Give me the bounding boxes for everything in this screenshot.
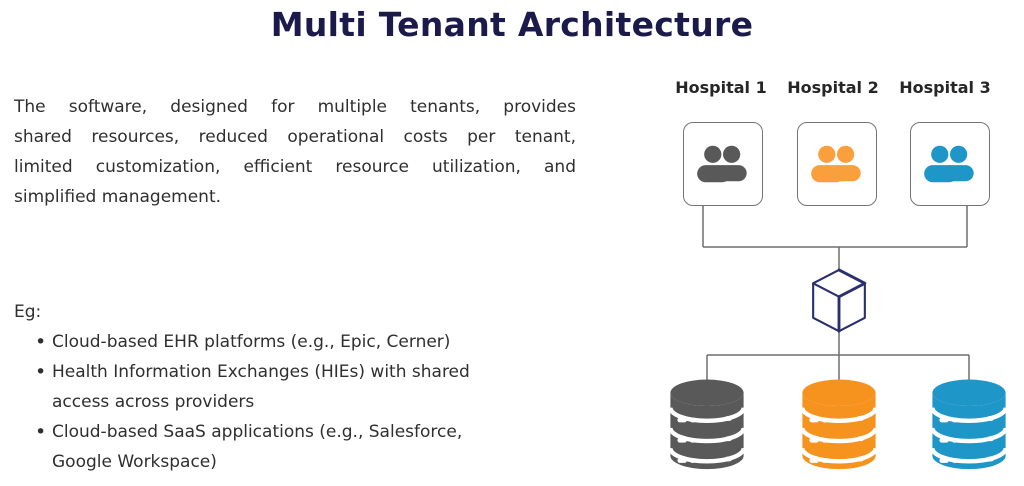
- tenant-label-hospital-2: Hospital 2: [787, 78, 879, 97]
- list-item: Health Information Exchanges (HIEs) with…: [35, 357, 572, 417]
- users-icon: [696, 143, 750, 185]
- architecture-diagram: Hospital 1 Hospital 2 Hospital 3: [650, 60, 1024, 486]
- database-icon: [930, 378, 1008, 473]
- list-item-text: Cloud-based SaaS applications (e.g., Sal…: [52, 422, 463, 442]
- tenant-box-hospital-3: [910, 122, 990, 206]
- users-icon: [810, 143, 864, 185]
- users-icon: [923, 143, 977, 185]
- description-line: shared resources, reduced operational co…: [14, 127, 576, 147]
- list-item-text: Cloud-based EHR platforms (e.g., Epic, C…: [52, 332, 451, 352]
- cube-icon: [810, 268, 868, 335]
- list-item: Cloud-based EHR platforms (e.g., Epic, C…: [35, 327, 572, 357]
- tenant-box-hospital-1: [683, 122, 763, 206]
- connector-lines: [702, 206, 970, 382]
- description-line: limited customization, efficient resourc…: [14, 157, 576, 177]
- list-item: Cloud-based SaaS applications (e.g., Sal…: [35, 417, 572, 477]
- list-item-text: Google Workspace): [52, 452, 217, 472]
- description-line: The software, designed for multiple tena…: [14, 97, 576, 117]
- database-icon: [668, 378, 746, 473]
- list-item-text: access across providers: [52, 392, 255, 412]
- database-icon: [800, 378, 878, 473]
- tenant-label-hospital-3: Hospital 3: [899, 78, 991, 97]
- page-title: Multi Tenant Architecture: [270, 5, 754, 44]
- examples-heading: Eg:: [14, 302, 42, 322]
- tenant-label-hospital-1: Hospital 1: [675, 78, 767, 97]
- list-item-text: Health Information Exchanges (HIEs) with…: [52, 362, 470, 382]
- examples-list: Cloud-based EHR platforms (e.g., Epic, C…: [14, 327, 572, 477]
- tenant-box-hospital-2: [797, 122, 877, 206]
- description-paragraph: The software, designed for multiple tena…: [14, 92, 576, 212]
- description-line: simplified management.: [14, 187, 222, 207]
